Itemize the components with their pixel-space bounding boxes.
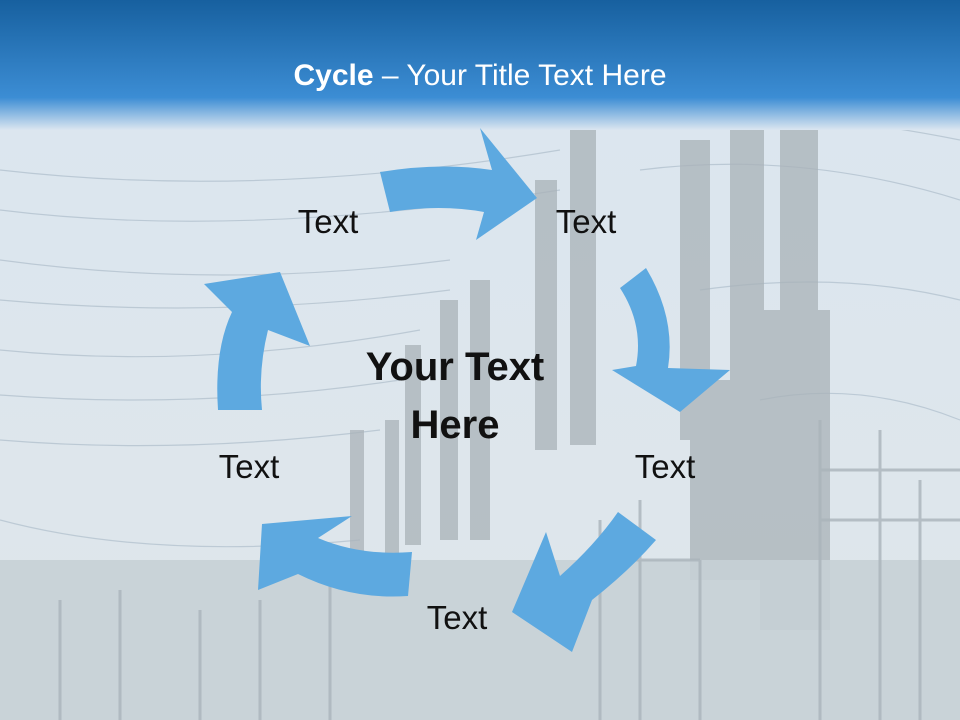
cycle-label-5: Text — [218, 448, 280, 485]
cycle-arrow-3 — [512, 512, 656, 652]
cycle-label-3: Text — [634, 448, 696, 485]
cycle-arrow-1 — [380, 128, 537, 240]
cycle-label-1: Text — [297, 203, 359, 240]
title-separator: – — [373, 59, 407, 92]
center-text: Your Text Here — [365, 345, 545, 447]
title-bold: Cycle — [293, 59, 374, 92]
slide-title: Cycle – Your Title Text Here — [0, 56, 960, 96]
title-text: Your Title Text Here — [406, 59, 667, 92]
cycle-arrow-4 — [258, 516, 412, 597]
cycle-label-2: Text — [555, 203, 617, 240]
cycle-arrow-5 — [204, 272, 310, 410]
cycle-label-4: Text — [426, 599, 488, 636]
cycle-arrow-2 — [612, 268, 730, 412]
